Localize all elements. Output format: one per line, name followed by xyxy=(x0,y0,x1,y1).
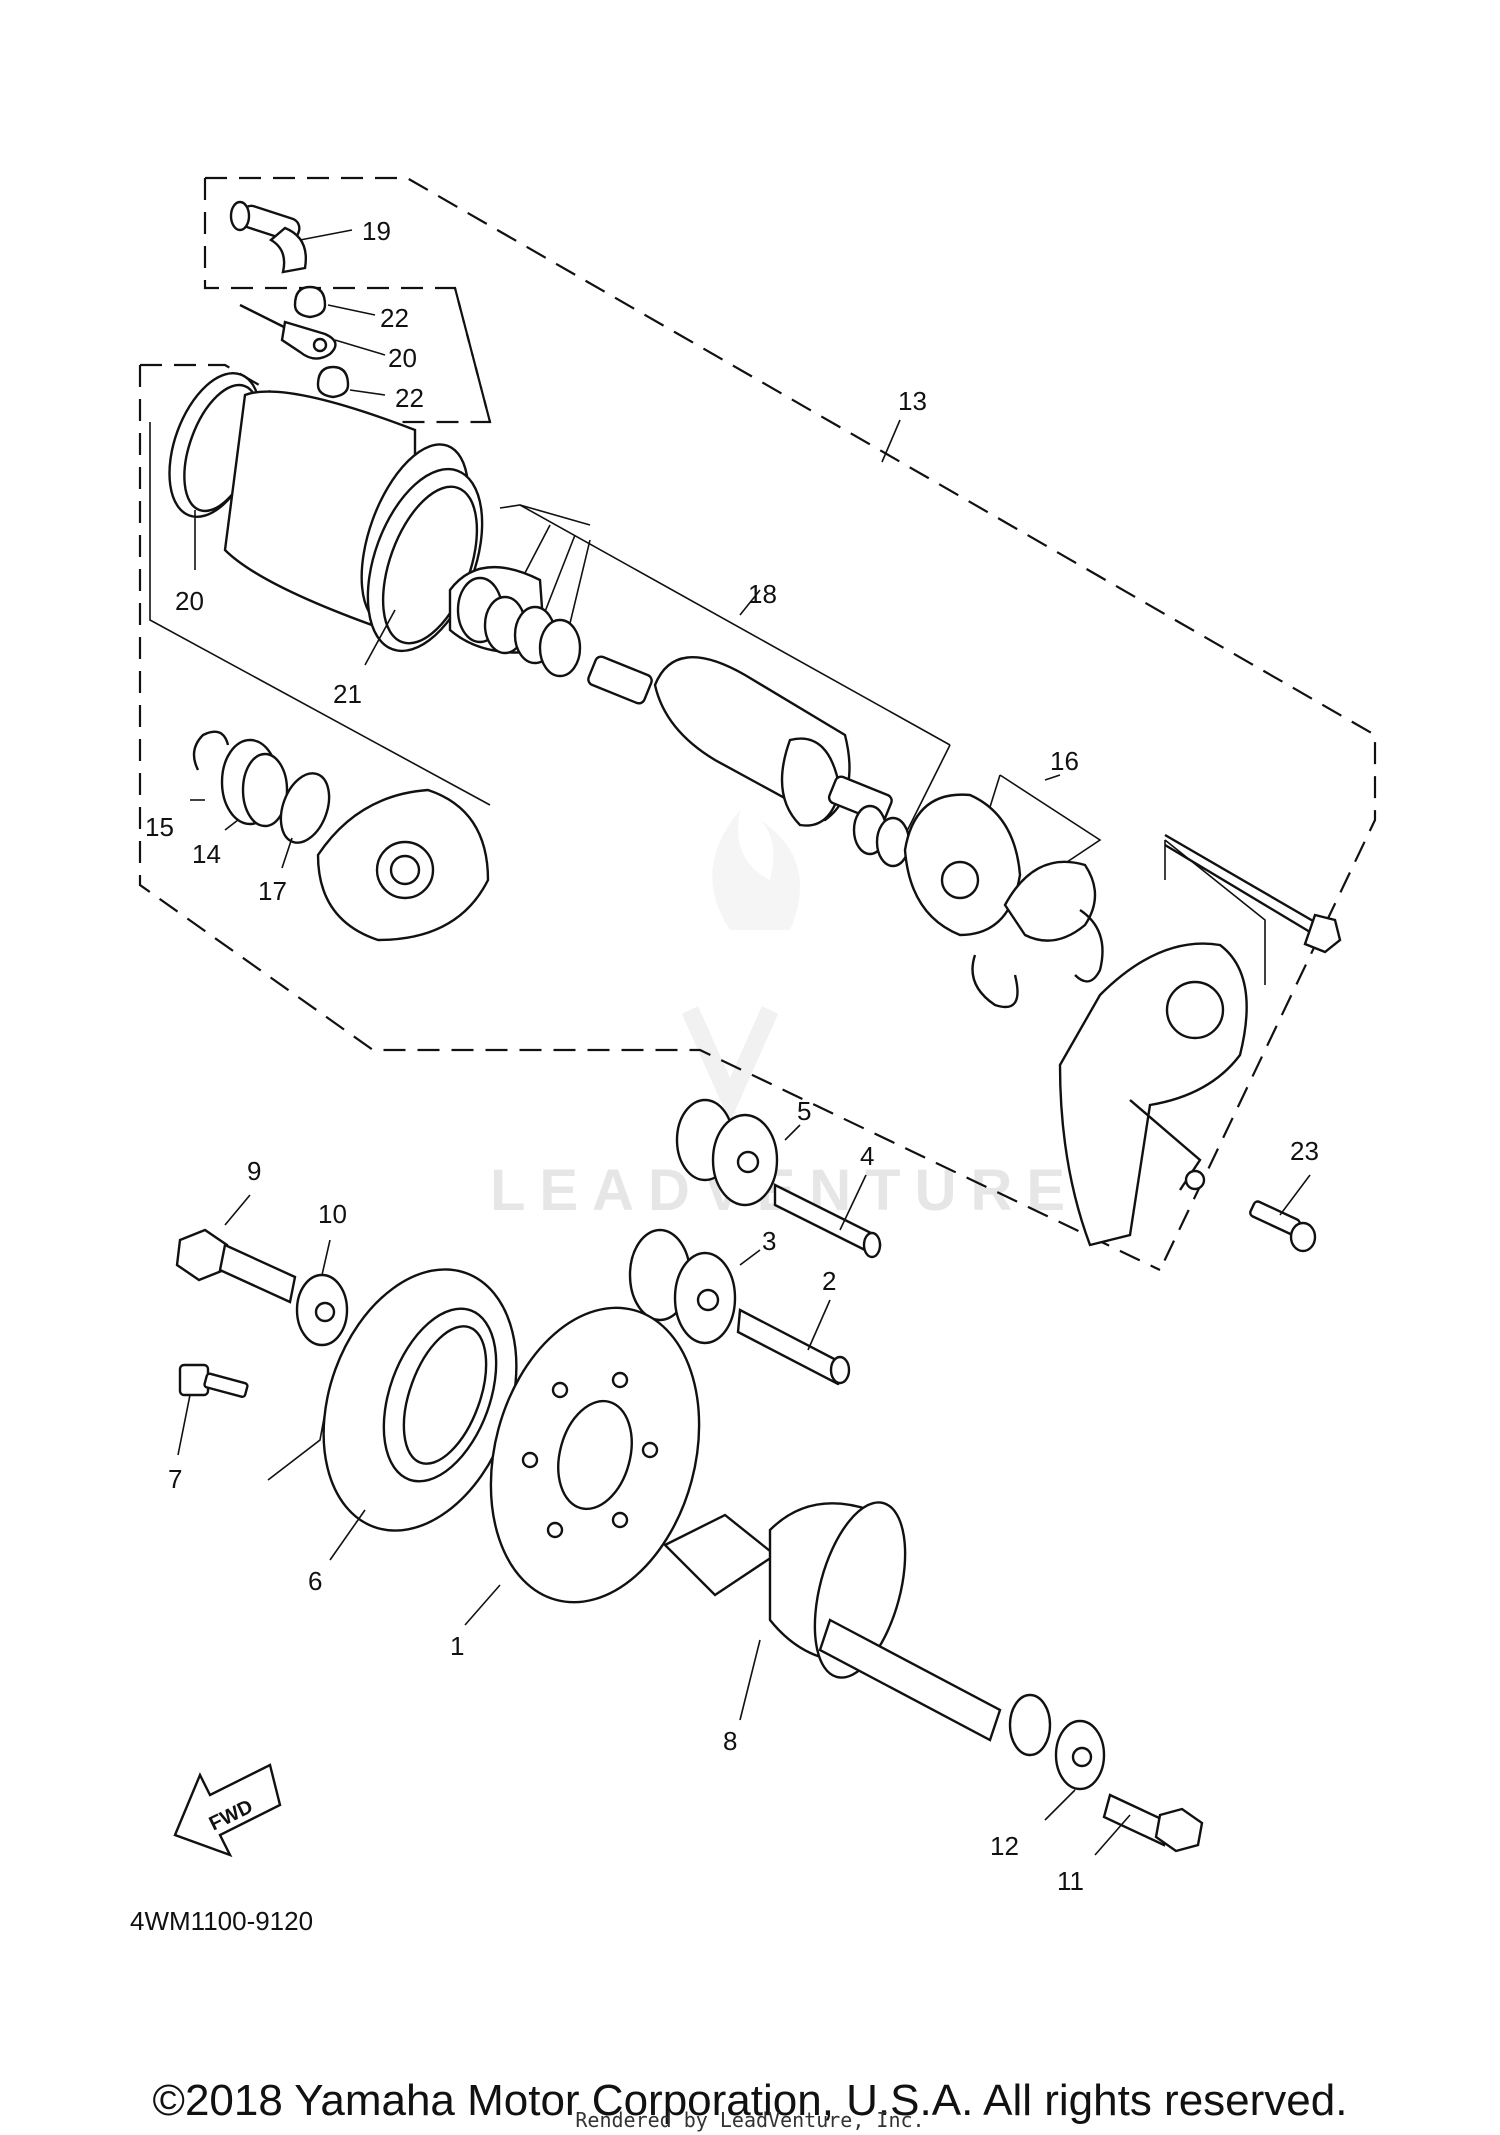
copyright-notice: ©2018 Yamaha Motor Corporation, U.S.A. A… xyxy=(152,2076,1348,2125)
callout-23: 23 xyxy=(1290,1136,1319,1166)
part-4-shaft xyxy=(773,1183,882,1259)
callout-22-bottom: 22 xyxy=(395,383,424,413)
part-10-washer xyxy=(295,1273,349,1347)
part-23-screw xyxy=(1249,1200,1317,1253)
callout-20-right: 21 xyxy=(333,679,362,709)
part-3-idler-gear xyxy=(628,1228,737,1345)
callout-12: 12 xyxy=(990,1831,1019,1861)
callout-13: 13 xyxy=(898,386,927,416)
callout-17: 17 xyxy=(258,876,287,906)
callout-1: 1 xyxy=(450,1631,464,1661)
callout-14: 14 xyxy=(192,839,221,869)
callout-labels: 19 22 20 22 13 20 21 18 16 15 14 17 5 4 … xyxy=(145,216,1319,1896)
callout-15: 15 xyxy=(145,812,174,842)
part-6-starter-clutch xyxy=(322,1268,518,1532)
part-front-cover xyxy=(316,788,490,942)
part-18-armature xyxy=(587,655,893,827)
fwd-arrow: FWD xyxy=(173,1763,282,1858)
watermark-logo xyxy=(681,810,800,1123)
callout-19: 19 xyxy=(362,216,391,246)
callout-6: 6 xyxy=(308,1566,322,1596)
drawing-number: 4WM1100-9120 xyxy=(130,1906,313,1936)
part-9-bolt xyxy=(175,1228,297,1304)
part-15-circlip xyxy=(192,730,230,771)
callout-2: 2 xyxy=(822,1266,836,1296)
part-7-screw xyxy=(178,1363,249,1398)
part-8-crankshaft-part xyxy=(662,1501,1052,1757)
part-19-terminal-cap xyxy=(229,200,307,274)
callout-5: 5 xyxy=(797,1096,811,1126)
part-1-wheel-gear xyxy=(489,1306,701,1604)
callout-9: 9 xyxy=(247,1156,261,1186)
starter-motor-group-outline xyxy=(138,176,1377,1271)
callout-8: 8 xyxy=(723,1726,737,1756)
part-rear-cover-bracket xyxy=(1058,942,1248,1247)
callout-16: 16 xyxy=(1050,746,1079,776)
part-14-bearing xyxy=(220,738,289,828)
part-2-shaft xyxy=(736,1308,851,1386)
part-through-bolt xyxy=(1164,833,1342,954)
callout-3: 3 xyxy=(762,1226,776,1256)
part-thrust-washers xyxy=(852,804,911,868)
leader-lines xyxy=(177,229,1311,1856)
callout-10: 10 xyxy=(318,1199,347,1229)
part-17-o-ring xyxy=(279,772,331,844)
part-5-idler-gear xyxy=(675,1098,779,1207)
rendered-by: Rendered by LeadVenture, Inc. xyxy=(575,2108,925,2132)
callout-11: 11 xyxy=(1057,1866,1084,1896)
callout-20-left: 20 xyxy=(175,586,204,616)
part-16-brush-holder xyxy=(903,793,1104,1009)
callout-18: 18 xyxy=(748,579,777,609)
part-washers-set xyxy=(448,565,582,678)
callout-4: 4 xyxy=(860,1141,874,1171)
callout-21: 20 xyxy=(388,343,417,373)
callout-7: 7 xyxy=(168,1464,182,1494)
part-11-bolt xyxy=(1102,1793,1204,1853)
callout-22-top: 22 xyxy=(380,303,409,333)
part-12-washer xyxy=(1054,1719,1106,1791)
